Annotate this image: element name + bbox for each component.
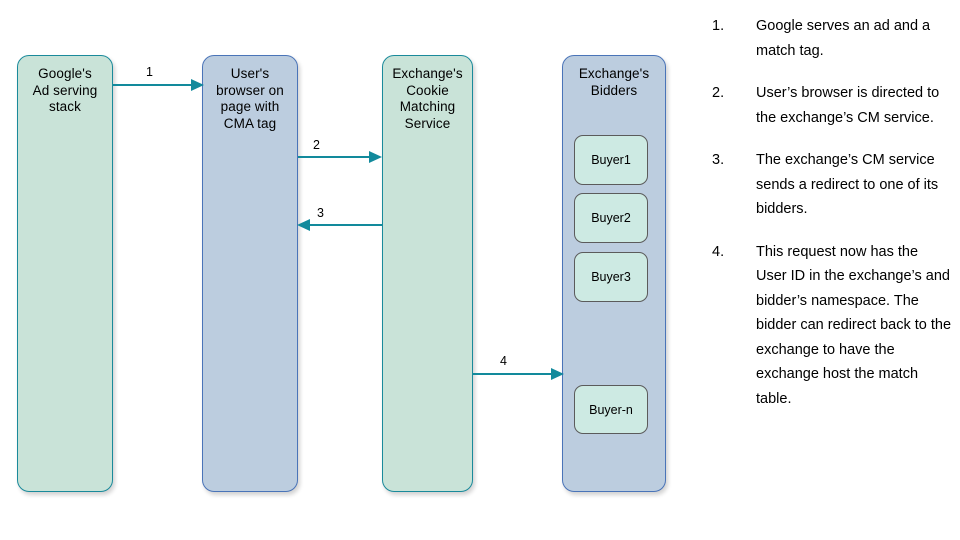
arrow-2-head-icon: [369, 150, 382, 163]
buyer-label: Buyer3: [591, 270, 631, 284]
lane-exchange-cookie-matching-service: Exchange's Cookie Matching Service: [382, 55, 473, 492]
buyer-label: Buyer1: [591, 153, 631, 167]
arrow-1-label: 1: [146, 65, 153, 79]
step-number: 2.: [712, 85, 725, 101]
arrow-3-line: [310, 224, 382, 227]
step-text: Google serves an ad and a match tag.: [756, 18, 931, 59]
lane-google-ad-serving-stack: Google's Ad serving stack: [17, 55, 113, 492]
arrow-3-label: 3: [317, 206, 324, 220]
step-item-2: 2. User’s browser is directed to the exc…: [706, 81, 952, 130]
buyer-chip-buyer-1[interactable]: Buyer1: [574, 135, 648, 185]
buyer-label: Buyer-n: [589, 402, 633, 417]
arrow-3-head-icon: [297, 218, 310, 231]
step-number: 3.: [712, 152, 725, 168]
step-item-1: 1. Google serves an ad and a match tag.: [706, 14, 952, 63]
step-text: The exchange’s CM service sends a redire…: [756, 152, 939, 217]
step-text: User’s browser is directed to the exchan…: [756, 85, 940, 126]
lane-label-google-ad-serving-stack: Google's Ad serving stack: [32, 66, 98, 114]
arrow-1-head-icon: [191, 78, 204, 91]
step-number: 1.: [712, 18, 725, 34]
lane-user-browser: User's browser on page with CMA tag: [202, 55, 298, 492]
buyer-chip-buyer-n[interactable]: Buyer-n: [574, 385, 648, 434]
buyer-chip-buyer-3[interactable]: Buyer3: [574, 252, 648, 302]
step-item-4: 4. This request now has the User ID in t…: [706, 240, 952, 412]
step-item-3: 3. The exchange’s CM service sends a red…: [706, 148, 952, 222]
step-number: 4.: [712, 243, 725, 260]
arrow-2-label: 2: [313, 138, 320, 152]
arrow-2-line: [298, 156, 370, 159]
lane-label-user-browser: User's browser on page with CMA tag: [216, 66, 284, 131]
arrow-4-label: 4: [500, 354, 507, 368]
step-text: This request now has the User ID in the …: [756, 243, 952, 407]
buyer-label: Buyer2: [591, 211, 631, 225]
arrow-4-line: [473, 373, 553, 376]
steps-list: 1. Google serves an ad and a match tag. …: [706, 14, 952, 429]
lane-label-exchange-cookie-matching-service: Exchange's Cookie Matching Service: [392, 66, 463, 131]
arrow-1-line: [113, 84, 193, 87]
buyer-chip-buyer-2[interactable]: Buyer2: [574, 193, 648, 243]
lane-label-exchange-bidders: Exchange's Bidders: [578, 66, 650, 98]
arrow-4-head-icon: [551, 367, 564, 380]
